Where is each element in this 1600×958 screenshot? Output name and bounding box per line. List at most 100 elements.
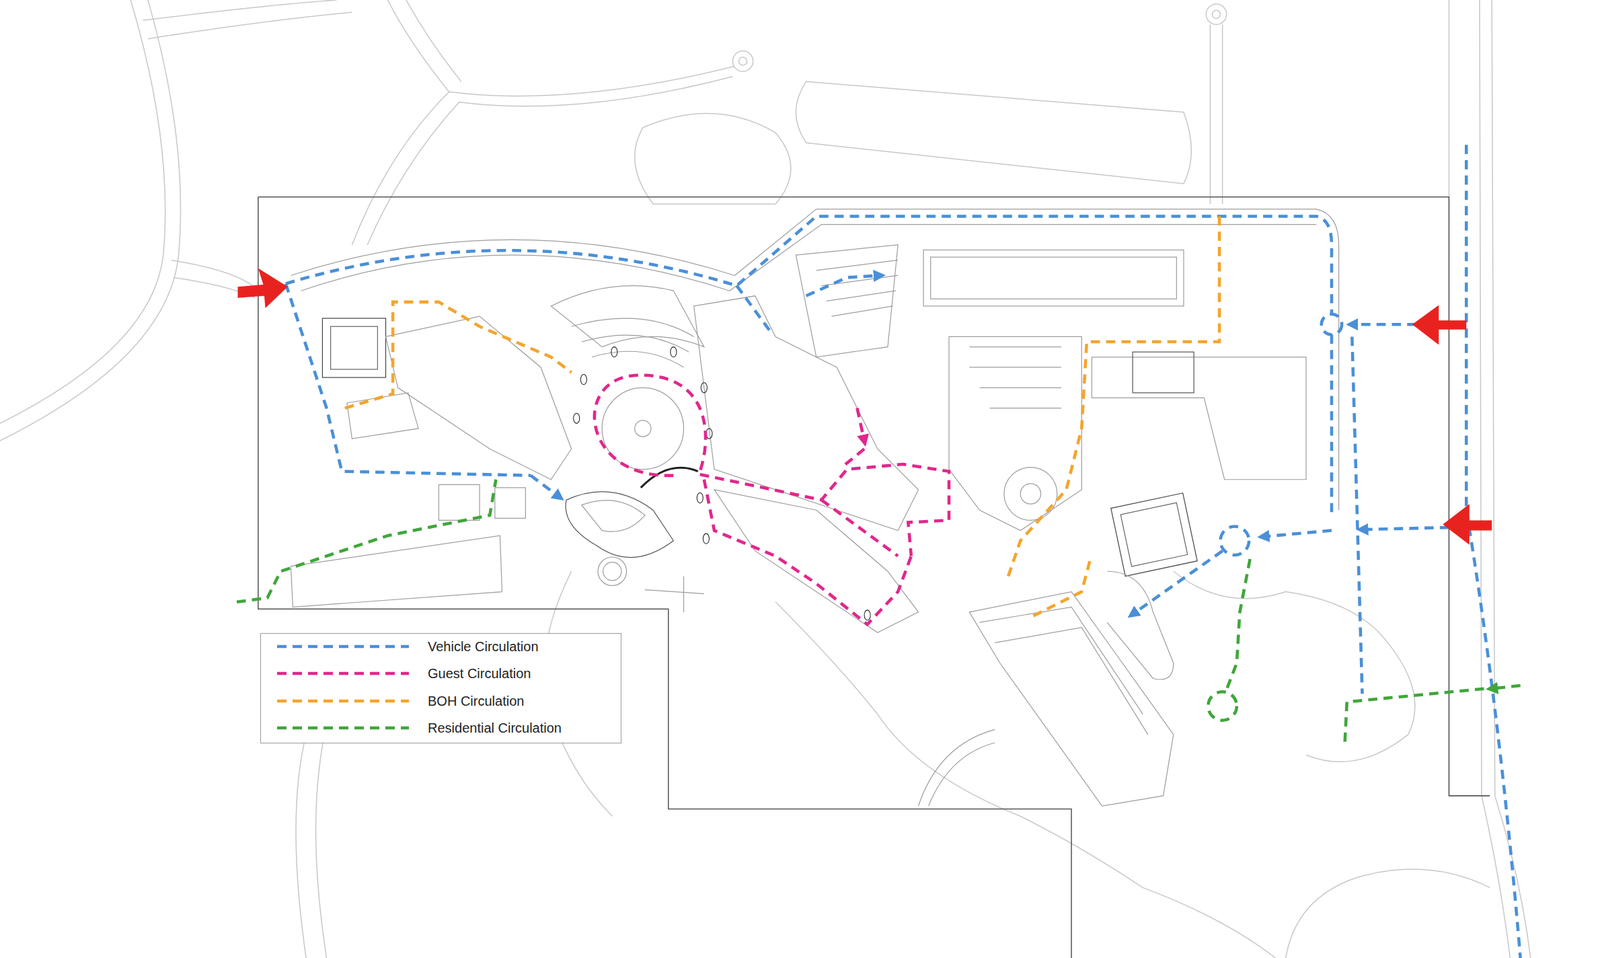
map-ellipse [696, 492, 703, 503]
map-path [856, 408, 865, 442]
residential-route [236, 479, 1521, 742]
map-path [581, 334, 689, 352]
context-roads [0, 0, 1531, 958]
legend-line-sample [277, 671, 409, 676]
map-ellipse [580, 374, 587, 385]
legend-swatch [275, 666, 411, 680]
map-path [388, 0, 450, 92]
map-path [1491, 685, 1520, 689]
bridge [640, 467, 699, 488]
map-path [1466, 144, 1520, 958]
map-path [948, 336, 1082, 530]
map-path [285, 283, 531, 476]
map-path [1285, 868, 1490, 958]
map-path [301, 224, 1317, 292]
map-path [1442, 503, 1492, 545]
legend-swatch [275, 720, 411, 735]
map-path [438, 484, 526, 520]
map-path [1412, 304, 1467, 345]
legend-row: Vehicle Circulation [260, 634, 539, 658]
map-path [969, 591, 1173, 806]
map-path [1351, 336, 1362, 694]
map-path [591, 351, 684, 368]
map-ellipse [702, 533, 709, 544]
map-path [634, 113, 791, 205]
map-path [1132, 550, 1223, 615]
map-path [1345, 688, 1485, 742]
map-circle [1004, 467, 1058, 521]
map-circle [1321, 314, 1342, 335]
map-path [1008, 215, 1220, 576]
map-rect [1120, 502, 1188, 567]
map-path [806, 275, 880, 296]
plaza-ovals [573, 347, 871, 621]
map-path [1448, 0, 1531, 958]
map-path [1330, 334, 1334, 515]
map-path [644, 576, 705, 613]
map-circle [597, 556, 627, 586]
legend-label: Residential Circulation [427, 720, 562, 736]
legend-label: Vehicle Circulation [427, 638, 539, 655]
map-path [290, 209, 1339, 510]
legend-line-sample [277, 726, 409, 730]
map-path [816, 260, 898, 317]
legend-label: BOH Circulation [427, 693, 524, 709]
map-circle [634, 420, 652, 437]
map-path [565, 491, 674, 558]
map-path [530, 475, 559, 498]
map-rect [930, 256, 1177, 299]
map-rect [322, 318, 386, 378]
map-path [969, 347, 1062, 409]
map-path [1209, 24, 1223, 204]
map-path [775, 601, 1276, 958]
map-circle [1205, 4, 1227, 25]
map-rect [923, 250, 1184, 307]
map-circle [1211, 10, 1221, 19]
map-path [351, 66, 735, 245]
map-circle [738, 57, 747, 66]
legend: Vehicle CirculationGuest CirculationBOH … [260, 632, 622, 744]
map-path [979, 606, 1149, 735]
map-path [347, 392, 419, 439]
map-path [285, 215, 1332, 315]
map-rect [330, 326, 378, 370]
map-rect [1111, 492, 1198, 577]
map-path [795, 244, 898, 358]
site-boundary [258, 197, 1490, 958]
legend-line-sample [277, 644, 409, 649]
legend-label: Guest Circulation [427, 665, 531, 682]
map-path [1091, 357, 1307, 480]
map-path [406, 0, 462, 82]
map-path [714, 489, 919, 633]
map-path [842, 448, 865, 467]
legend-line-sample [277, 699, 409, 703]
map-path [700, 464, 949, 556]
map-path [821, 499, 898, 556]
map-path [345, 301, 572, 409]
vehicle-route [285, 144, 1521, 958]
map-path [236, 479, 496, 602]
map-path [1361, 527, 1449, 530]
map-circle [732, 51, 753, 72]
boh-route [345, 215, 1220, 617]
map-path [386, 316, 572, 480]
map-ellipse [670, 347, 677, 358]
map-path [704, 479, 912, 625]
map-path [736, 285, 771, 332]
map-path [1030, 560, 1090, 617]
map-rect [1132, 351, 1194, 393]
legend-row: Guest Circulation [260, 661, 531, 685]
map-ellipse [700, 382, 707, 393]
map-path [238, 268, 288, 309]
map-path [550, 285, 705, 348]
map-path [1263, 530, 1332, 537]
map-path [171, 260, 255, 288]
map-path [1173, 570, 1416, 762]
map-path [918, 729, 995, 806]
map-ellipse [573, 412, 580, 424]
map-circle [603, 562, 622, 581]
map-path [0, 0, 181, 441]
entry-arrow [238, 268, 1493, 545]
map-path [1226, 558, 1251, 690]
